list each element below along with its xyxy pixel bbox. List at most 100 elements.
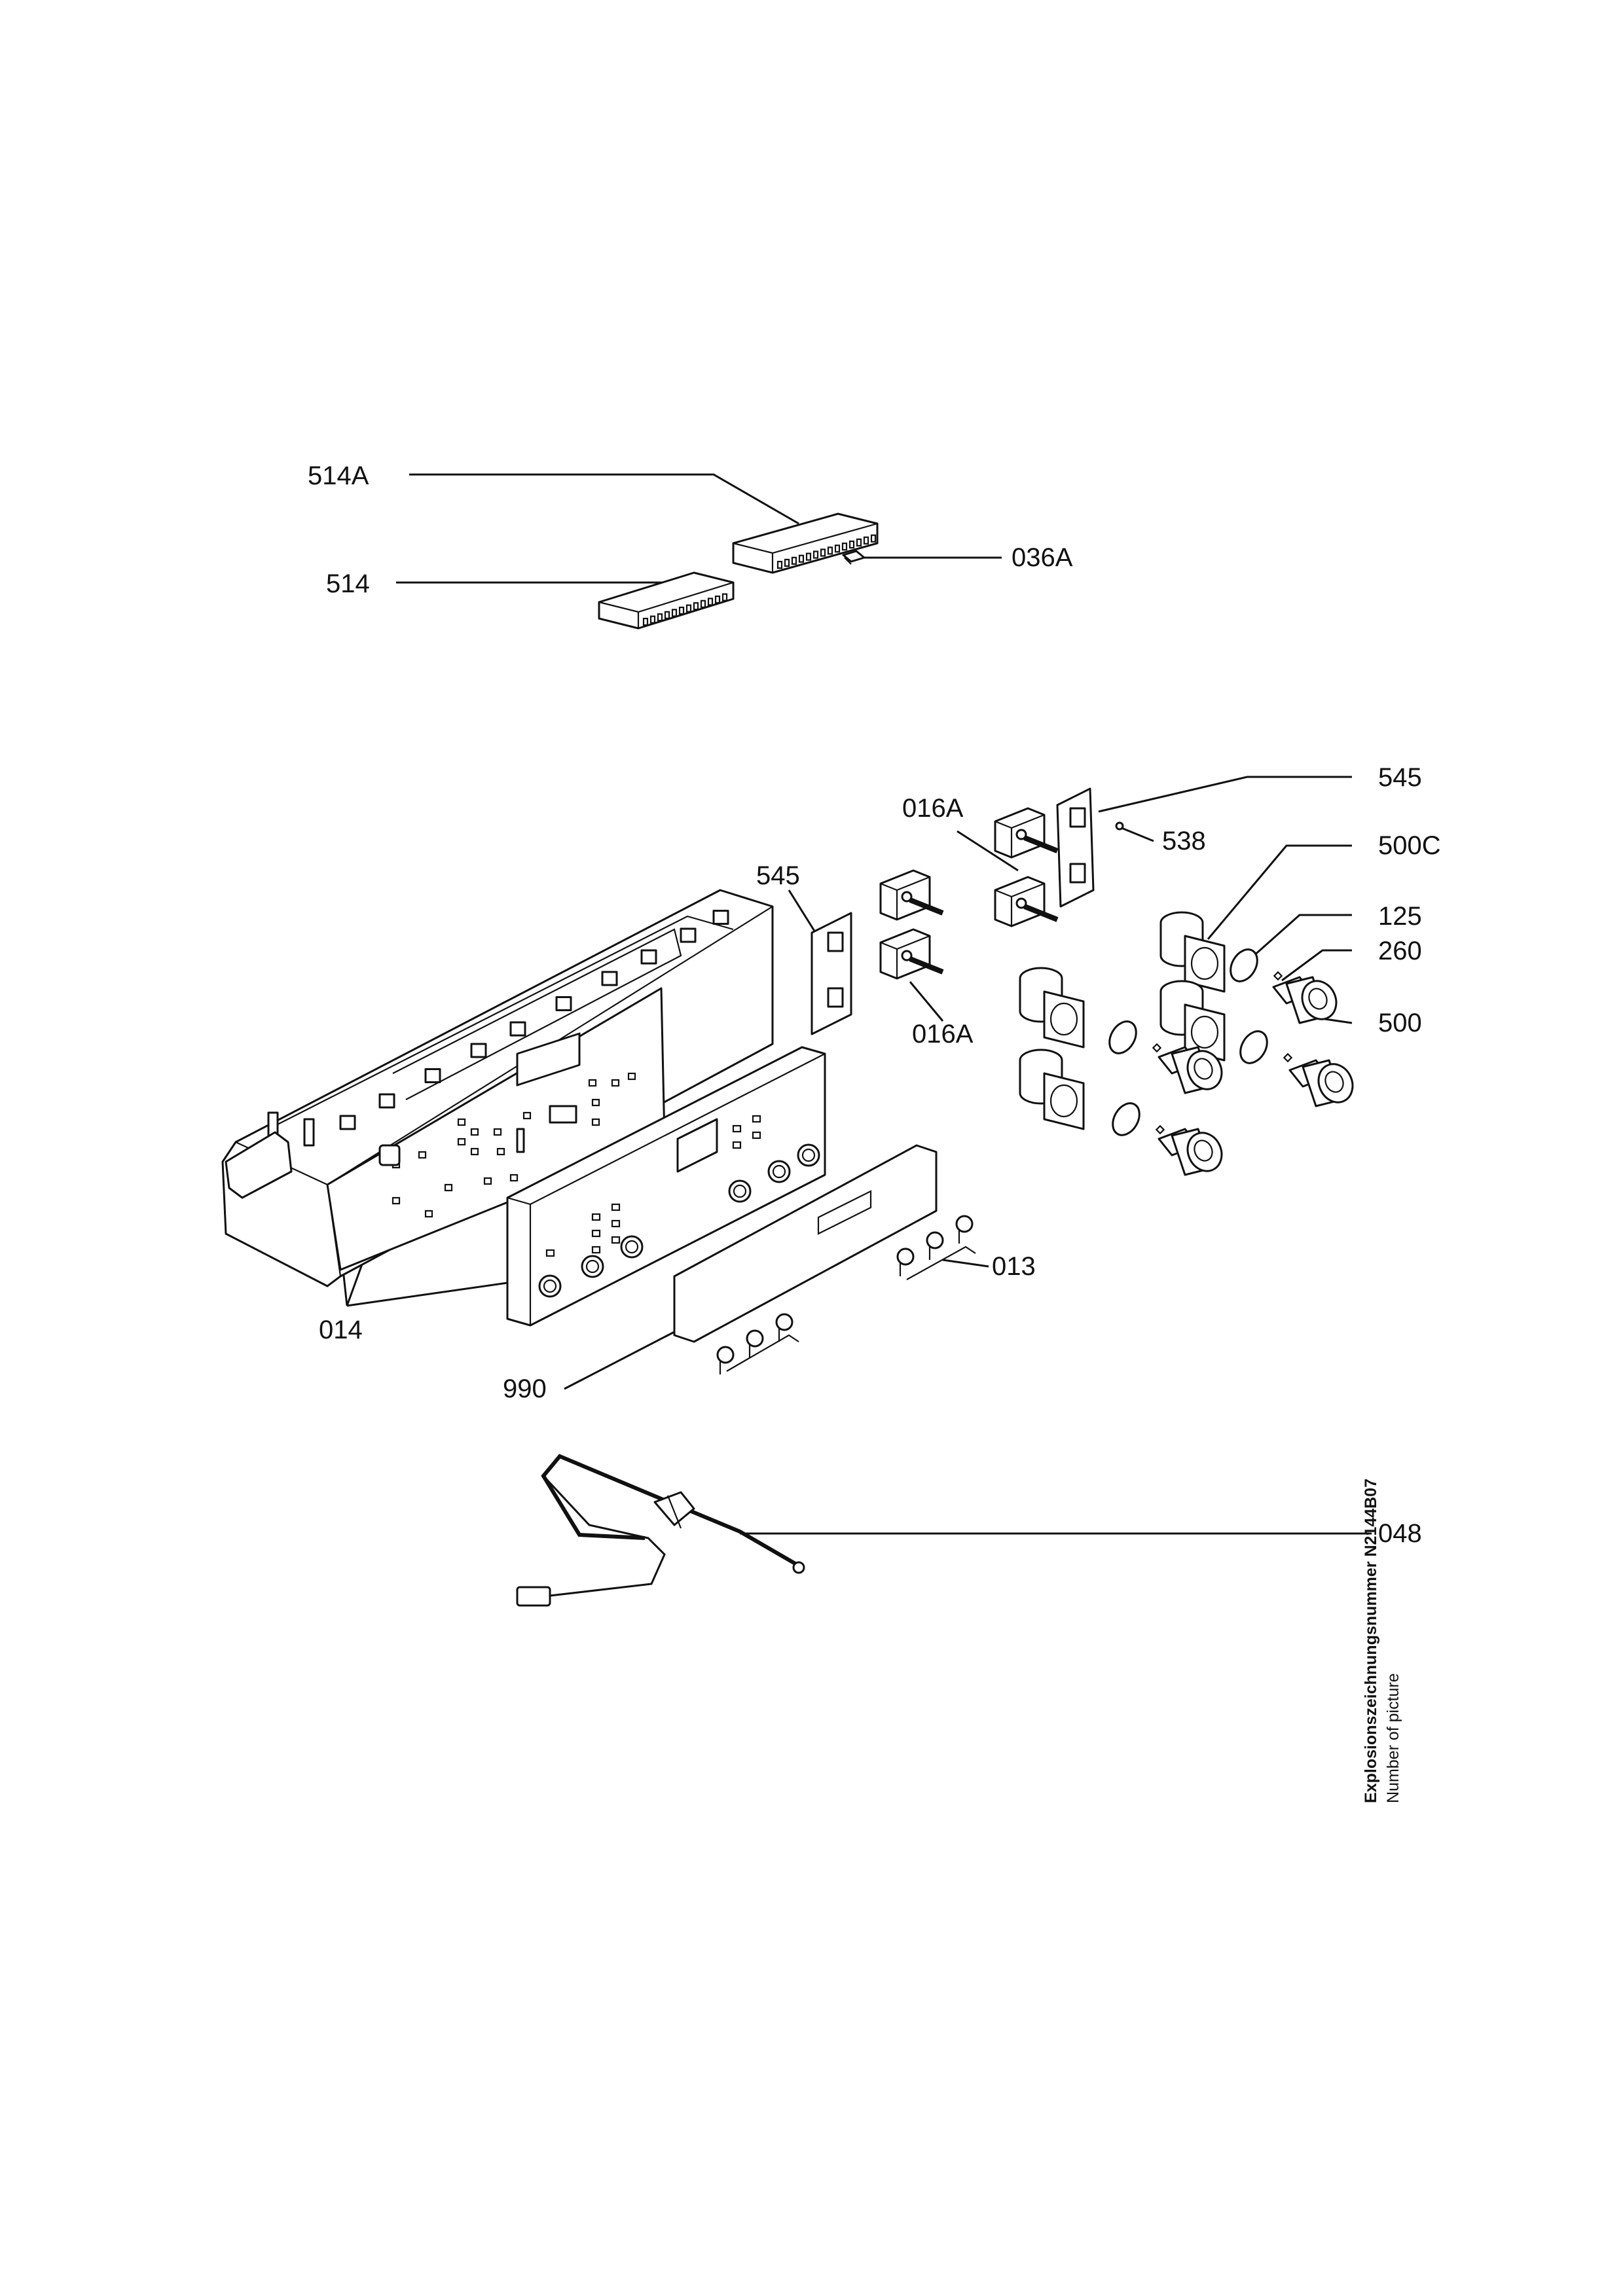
leader-260 [1281,949,1352,982]
knob-grip [1194,1058,1213,1080]
o-ring-125 [1230,948,1258,982]
board-chip [516,1128,525,1153]
connector-pin [693,602,699,611]
socket-flange [1184,1003,1226,1062]
connector-pin [700,600,706,608]
label-500C: 500C [1378,831,1441,860]
connector-pin [649,615,656,624]
leader-016A-top [957,830,1019,872]
switch-strip-013-b [896,1215,976,1280]
connector-pin [642,617,649,626]
leader-538 [1121,827,1154,842]
panel-button [752,1131,761,1139]
label-036A: 036A [1012,543,1073,572]
panel-button [752,1115,761,1123]
panel-knob [797,1143,820,1167]
knob-grip [1324,1071,1344,1093]
switch-strip-013-a [716,1313,799,1374]
pot-shaft [1023,904,1059,922]
leader-500C [1207,844,1352,940]
socket-hole [1190,1015,1219,1049]
label-538: 538 [1162,827,1206,855]
panel-knob [581,1255,604,1278]
board-button [509,1174,519,1182]
board-button [470,1147,479,1156]
rim-component [339,1115,356,1130]
knobs-500 [1158,976,1354,1176]
switch-cap [955,1215,974,1233]
connector-pin [784,558,790,567]
connector-pin [657,613,663,622]
connector-pin [714,595,721,604]
board-switch [378,1144,401,1166]
pot-shaft [1023,835,1059,853]
rim-component [640,949,657,965]
control-housing-014 [221,889,774,1287]
o-ring-125 [1108,1020,1137,1054]
connector-pin [678,606,685,615]
panel-knob-center [733,1184,747,1198]
board-button [392,1196,401,1205]
connector-pin [827,547,833,555]
connector-pin [863,536,869,545]
board-545-left [811,912,852,1035]
connector-pin [671,609,678,617]
connector-pin [812,550,819,559]
clip-260 [1273,971,1283,981]
clip-036A [842,550,866,565]
pot-hub [1015,897,1027,909]
connector-pin [664,611,670,619]
board-button [444,1183,453,1192]
label-545-left: 545 [756,861,800,890]
panel-knob [538,1274,562,1298]
label-125: 125 [1378,902,1422,931]
capacitor [303,1118,315,1147]
connector-block-514 [598,571,735,630]
switch-cap [896,1247,915,1266]
panel-button [611,1219,621,1228]
front-panel [506,1046,826,1327]
connector-pin [685,604,692,613]
connector-pin [841,542,848,551]
clip-260 [1283,1052,1293,1063]
leader-125 [1240,914,1352,969]
label-048: 048 [1378,1519,1422,1548]
panel-button [591,1246,601,1254]
clip-260 [1155,1124,1165,1135]
picture-number-subtitle: Number of picture [1384,1673,1402,1803]
switch-cap [746,1329,764,1348]
potentiometers-016A [879,807,1059,980]
sockets-500C [1019,911,1226,1130]
panel-knob-center [543,1279,557,1293]
socket-hole [1049,1002,1078,1036]
board-button [611,1079,620,1087]
board-button [470,1128,479,1136]
panel-knob [620,1235,644,1259]
label-545-top: 545 [1378,763,1422,792]
board-button [627,1072,636,1081]
leader-016A-bottom [909,981,944,1022]
o-ring-125 [1112,1102,1140,1136]
knob-grip [1308,988,1328,1010]
connector-pin [798,554,805,563]
board-545-top [1056,787,1095,908]
rim-component [680,927,697,943]
panel-button [611,1236,621,1244]
board-button [424,1210,433,1218]
board-button [522,1111,532,1120]
pot-hub [901,891,913,903]
label-016A-top: 016A [902,794,964,823]
picture-number-title: Explosionszeichnungsnummer N2144B07 [1362,1479,1380,1803]
rim-component [424,1068,441,1083]
rim-component [712,910,729,925]
board-button [496,1147,505,1156]
leader-lines [338,473,1372,1535]
board-button [418,1151,427,1159]
socket-flange [1043,990,1085,1049]
panel-knob [728,1179,752,1203]
board-button [457,1118,466,1126]
pot-shaft [909,956,944,975]
connector-pin [791,556,797,565]
